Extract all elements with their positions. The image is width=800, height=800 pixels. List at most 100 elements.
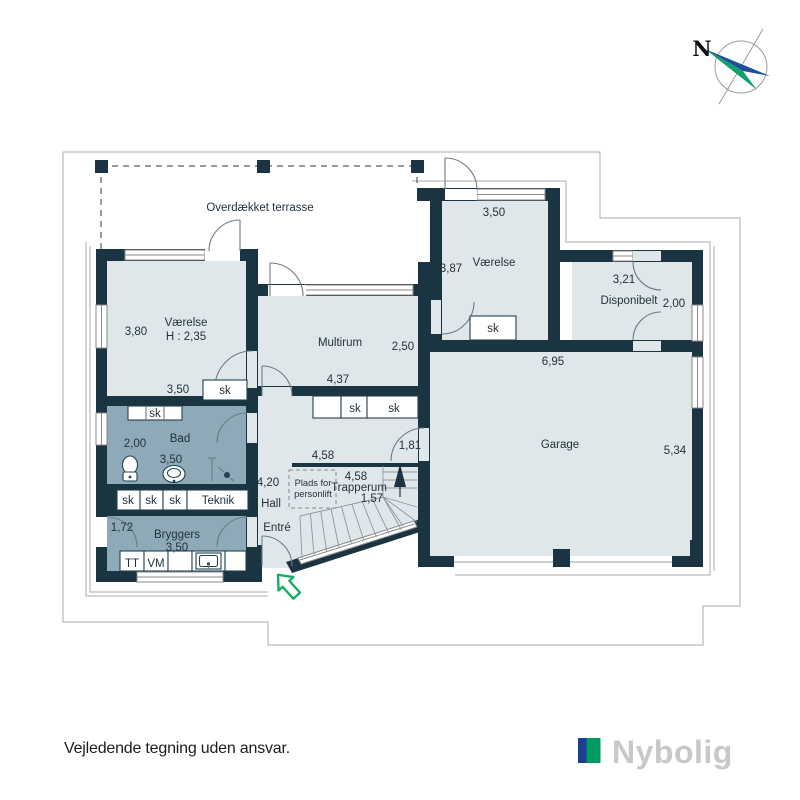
terrace-post — [95, 160, 108, 173]
window — [476, 188, 546, 201]
window — [691, 304, 704, 342]
door — [431, 300, 475, 335]
floor-vaerelse-left — [107, 261, 246, 396]
floor-hall-entre — [252, 396, 424, 568]
door — [216, 412, 257, 444]
closet — [469, 315, 517, 341]
terrace-post — [411, 160, 424, 173]
ceiling-height-vaerelse-left: H : 2,35 — [166, 331, 206, 343]
window — [95, 412, 108, 446]
shower-icon — [208, 457, 235, 482]
dim-trapperum-width: 4,58 — [345, 471, 367, 483]
staircase — [288, 463, 418, 559]
sink-icon — [195, 552, 222, 570]
windows — [95, 188, 704, 583]
window — [95, 304, 108, 349]
door — [216, 516, 257, 548]
room-label-multirum: Multirum — [318, 337, 362, 349]
door — [268, 262, 306, 297]
stair-boundary — [292, 463, 418, 467]
bathroom-fixtures — [121, 455, 235, 484]
floor-multirum — [252, 296, 424, 386]
door — [390, 427, 429, 462]
compass-needle-blue — [705, 49, 770, 76]
toilet-icon — [121, 455, 139, 482]
appliance-label-tt: TT — [125, 558, 139, 570]
closet-label: sk — [219, 385, 231, 397]
stair-direction-arrow — [394, 464, 406, 487]
room-label-trapperum: Trapperum — [331, 482, 387, 494]
room-label-vaerelse-left: Værelse — [165, 317, 208, 329]
room-label-bryggers: Bryggers — [154, 529, 200, 541]
brand-logotype: Nybolig — [612, 734, 733, 770]
terrace-post — [257, 160, 270, 173]
teknik-room — [186, 489, 249, 511]
room-label-vaerelse-top: Værelse — [473, 257, 516, 269]
dim-garage-width: 6,95 — [542, 356, 564, 368]
closet — [202, 379, 248, 401]
closet-label: sk — [122, 495, 134, 507]
dim-bad-depth: 2,00 — [124, 438, 146, 450]
dim-trapperum-depth: 1,57 — [361, 493, 383, 505]
closet-label: sk — [149, 408, 161, 420]
closet-label: sk — [388, 403, 400, 415]
window — [124, 249, 206, 261]
door — [205, 219, 241, 261]
window — [691, 356, 704, 409]
door — [444, 157, 478, 200]
door — [632, 251, 662, 291]
window — [136, 571, 224, 583]
covered-terrace: Overdækket terrasse — [95, 160, 424, 249]
dim-multirum-width: 4,37 — [327, 374, 349, 386]
terrace-label: Overdækket terrasse — [206, 202, 313, 214]
floor-disponibelt — [572, 262, 692, 340]
door — [261, 365, 293, 397]
compass-needle-green — [705, 49, 757, 90]
personlift-label-line2: personlift — [294, 489, 332, 499]
dim-bryggers-door: 1,72 — [111, 522, 133, 534]
dim-disponibelt-width: 3,21 — [613, 274, 635, 286]
dim-multirum-depth: 2,50 — [392, 341, 414, 353]
dim-hall-width: 4,58 — [312, 450, 334, 462]
footer: Vejledende tegning uden ansvar. Nybolig — [64, 734, 733, 770]
closet-label: sk — [349, 403, 361, 415]
closet — [366, 395, 419, 419]
closets — [116, 315, 517, 572]
room-label-bad: Bad — [170, 433, 190, 445]
dim-vaerelse-top-width: 3,50 — [483, 207, 505, 219]
washbasin-icon — [162, 464, 186, 484]
room-label-disponibelt: Disponibelt — [601, 295, 659, 307]
dim-vaerelse-left-depth: 3,80 — [125, 326, 147, 338]
room-label-garage: Garage — [541, 439, 579, 451]
room-label-hall: Hall — [261, 498, 281, 510]
closet-label: sk — [145, 495, 157, 507]
nybolig-logo-icon — [578, 738, 601, 763]
entrance-arrow-icon — [276, 573, 302, 600]
disclaimer-text: Vejledende tegning uden ansvar. — [64, 740, 290, 757]
door — [632, 311, 662, 351]
window — [304, 284, 414, 296]
compass: N — [692, 28, 770, 105]
laundry-counter — [119, 550, 247, 572]
closet-strip-bad — [127, 405, 183, 421]
dim-vaerelse-left-width: 3,50 — [167, 384, 189, 396]
labels: Værelse H : 2,35 3,80 3,50 sk Multirum 2… — [111, 207, 687, 570]
personlift-zone — [288, 469, 337, 509]
dim-hall-door: 1,81 — [399, 440, 421, 452]
closet-label: sk — [169, 495, 181, 507]
closet — [312, 395, 342, 419]
personlift-label-line1: Plads for — [295, 478, 332, 488]
dim-hall-depth: 4,20 — [257, 477, 279, 489]
dim-bryggers-width: 3,50 — [166, 542, 188, 554]
appliance-label-vm: VM — [147, 558, 164, 570]
doors — [96, 157, 662, 567]
door — [96, 516, 138, 548]
dim-garage-depth: 5,34 — [664, 445, 687, 457]
compass-north-label: N — [692, 36, 711, 61]
dim-disponibelt-depth: 2,00 — [663, 298, 685, 310]
closet-label: sk — [487, 323, 499, 335]
window — [612, 250, 634, 262]
room-label-teknik: Teknik — [202, 495, 235, 507]
